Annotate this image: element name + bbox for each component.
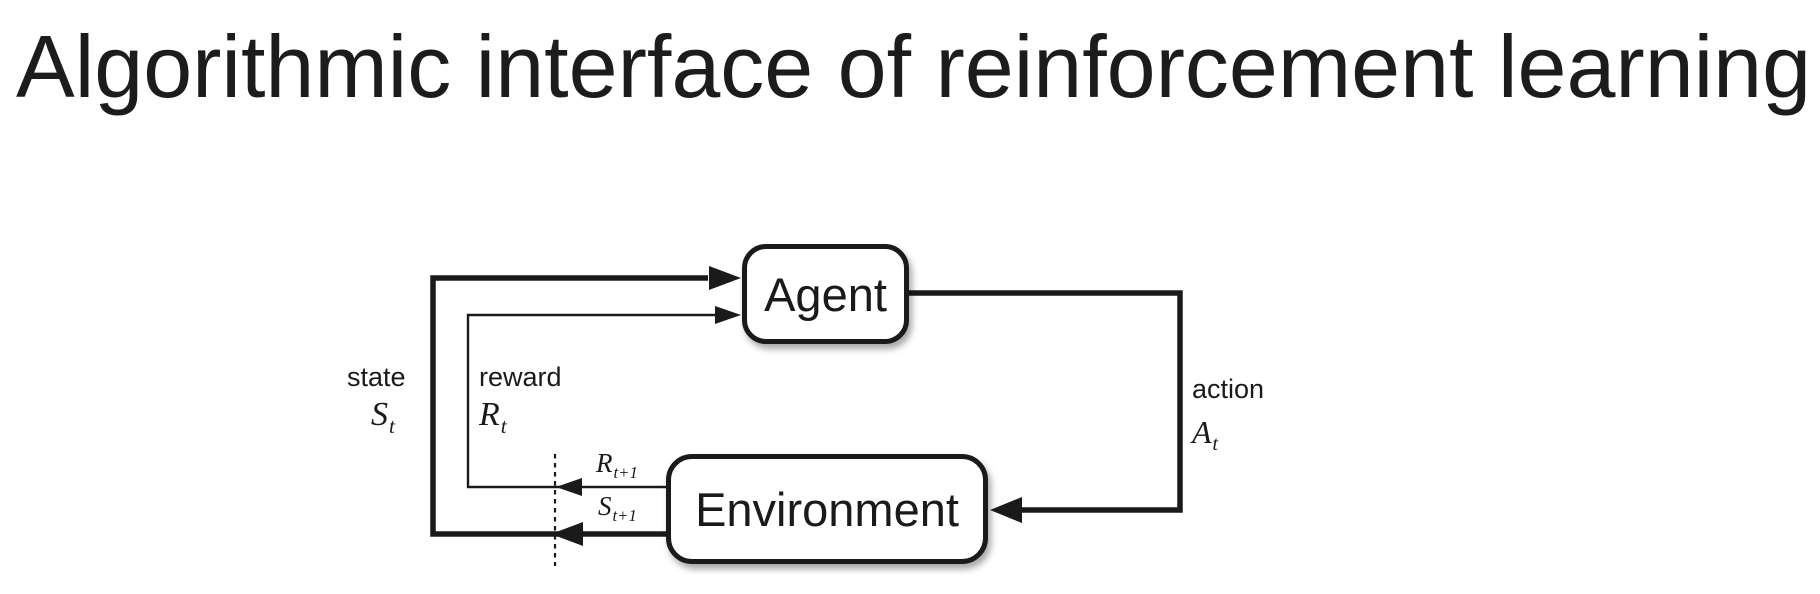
action-symbol-label: At bbox=[1192, 414, 1218, 454]
state-path-line bbox=[430, 275, 708, 537]
state-arrowhead-into-agent-icon bbox=[709, 266, 741, 290]
agent-label: Agent bbox=[764, 267, 887, 321]
page-title: Algorithmic interface of reinforcement l… bbox=[16, 17, 1812, 116]
reward-symbol-label: Rt bbox=[479, 396, 507, 436]
action-path-line bbox=[908, 290, 1183, 513]
action-symbol-subscript: t bbox=[1212, 433, 1219, 456]
next-reward-symbol-label: Rt+1 bbox=[596, 448, 638, 483]
action-arrowhead-into-environment-icon bbox=[990, 497, 1022, 523]
next-reward-arrowhead-icon bbox=[556, 478, 582, 496]
reward-symbol-base: R bbox=[479, 396, 500, 433]
reward-word-label: reward bbox=[479, 362, 562, 392]
reward-arrowhead-into-agent-icon bbox=[715, 306, 741, 324]
state-symbol-label: St bbox=[371, 396, 395, 436]
action-symbol-base: A bbox=[1192, 414, 1212, 450]
action-word-label: action bbox=[1192, 374, 1265, 404]
next-state-symbol-base: S bbox=[598, 491, 612, 521]
reward-symbol-subscript: t bbox=[500, 413, 507, 438]
next-state-arrowhead-icon bbox=[551, 522, 583, 546]
next-state-symbol-subscript: t+1 bbox=[612, 506, 637, 526]
environment-box: Environment bbox=[666, 454, 988, 564]
next-state-symbol-label: St+1 bbox=[598, 491, 637, 526]
state-symbol-subscript: t bbox=[389, 413, 395, 438]
state-symbol-base: S bbox=[371, 396, 388, 433]
agent-box: Agent bbox=[742, 244, 909, 344]
environment-label: Environment bbox=[695, 482, 959, 536]
next-reward-symbol-subscript: t+1 bbox=[613, 463, 638, 483]
next-reward-symbol-base: R bbox=[596, 448, 613, 478]
state-word-label: state bbox=[347, 362, 406, 392]
